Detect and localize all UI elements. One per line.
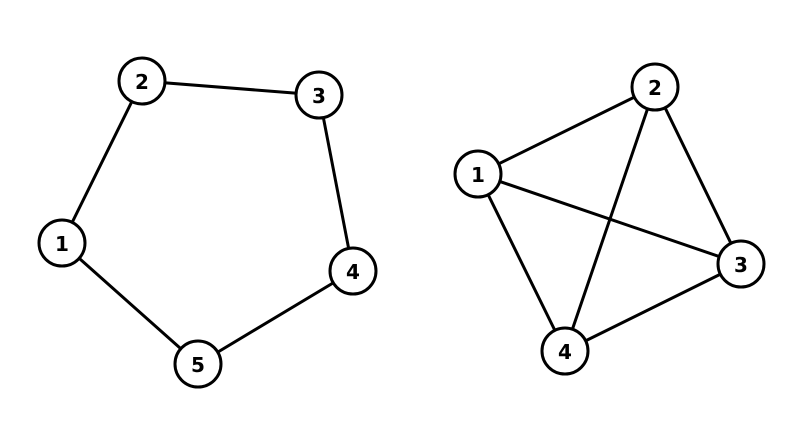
cycle-node-circle-1 bbox=[37, 218, 87, 268]
cycle-node-4: 4 bbox=[328, 246, 378, 296]
cycle-node-label-5: 5 bbox=[191, 353, 205, 377]
complete-graph: 1 2 3 4 bbox=[453, 62, 766, 376]
complete-edge-1-4 bbox=[476, 172, 567, 353]
complete-node-3: 3 bbox=[716, 239, 766, 289]
cycle-node-circle-3 bbox=[294, 70, 344, 120]
cycle-edge-1-2 bbox=[60, 79, 144, 245]
complete-node-circle-2 bbox=[630, 62, 680, 112]
cycle-graph: 1 2 3 4 5 bbox=[37, 56, 378, 389]
cycle-node-3: 3 bbox=[294, 70, 344, 120]
cycle-node-circle-2 bbox=[117, 56, 167, 106]
complete-node-2: 2 bbox=[630, 62, 680, 112]
cycle-node-circle-4 bbox=[328, 246, 378, 296]
complete-edge-1-2 bbox=[476, 85, 657, 176]
cycle-edge-2-3 bbox=[140, 79, 321, 97]
complete-node-1: 1 bbox=[453, 149, 503, 199]
cycle-node-5: 5 bbox=[173, 339, 223, 389]
complete-node-circle-1 bbox=[453, 149, 503, 199]
cycle-node-label-1: 1 bbox=[55, 232, 69, 256]
cycle-node-label-4: 4 bbox=[346, 260, 360, 284]
complete-node-4: 4 bbox=[540, 326, 590, 376]
cycle-node-label-3: 3 bbox=[312, 84, 326, 108]
cycle-edge-5-1 bbox=[60, 241, 200, 366]
complete-node-label-1: 1 bbox=[471, 163, 485, 187]
complete-edge-2-4 bbox=[563, 85, 657, 353]
cycle-node-2: 2 bbox=[117, 56, 167, 106]
complete-node-label-3: 3 bbox=[734, 253, 748, 277]
complete-node-circle-3 bbox=[716, 239, 766, 289]
complete-node-label-4: 4 bbox=[558, 340, 572, 364]
cycle-node-label-2: 2 bbox=[135, 70, 149, 94]
complete-edge-2-3 bbox=[653, 85, 743, 266]
complete-node-label-2: 2 bbox=[648, 76, 662, 100]
cycle-edge-4-5 bbox=[196, 269, 355, 366]
cycle-node-1: 1 bbox=[37, 218, 87, 268]
complete-node-circle-4 bbox=[540, 326, 590, 376]
cycle-edge-3-4 bbox=[317, 93, 355, 273]
cycle-node-circle-5 bbox=[173, 339, 223, 389]
complete-edge-3-4 bbox=[563, 262, 743, 353]
